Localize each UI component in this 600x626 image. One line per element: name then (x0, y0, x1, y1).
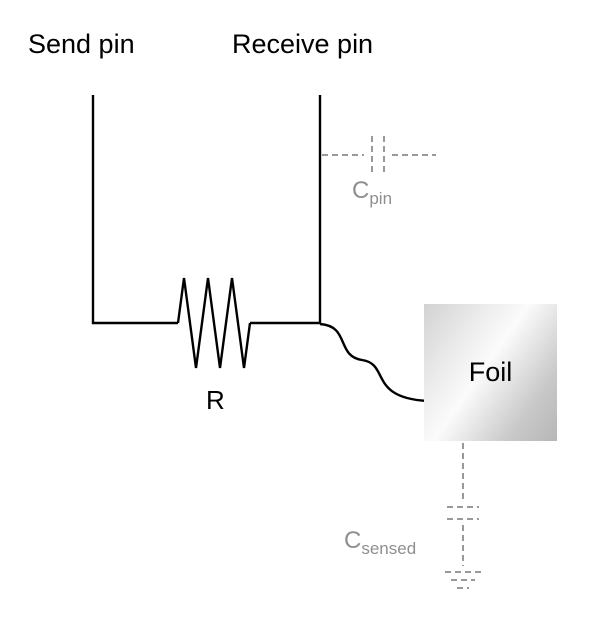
c-sensed-label-sub: sensed (361, 538, 417, 558)
receive-pin-label: Receive pin (232, 29, 374, 59)
resistor-symbol (176, 277, 252, 369)
resistor-label: R (206, 385, 225, 415)
foil-electrode: Foil (424, 304, 557, 441)
c-pin-label: Cpin (352, 177, 392, 206)
junction-to-foil-squiggle-wire (319, 322, 429, 403)
c-sensed-label: Csensed (344, 527, 416, 556)
send-pin-wire (91, 95, 178, 325)
c-sensed-label-main: C (344, 527, 362, 554)
foil-label: Foil (468, 356, 513, 387)
c-pin-label-main: C (352, 177, 370, 204)
c-pin-label-sub: pin (369, 188, 393, 208)
send-pin-label: Send pin (28, 29, 135, 59)
